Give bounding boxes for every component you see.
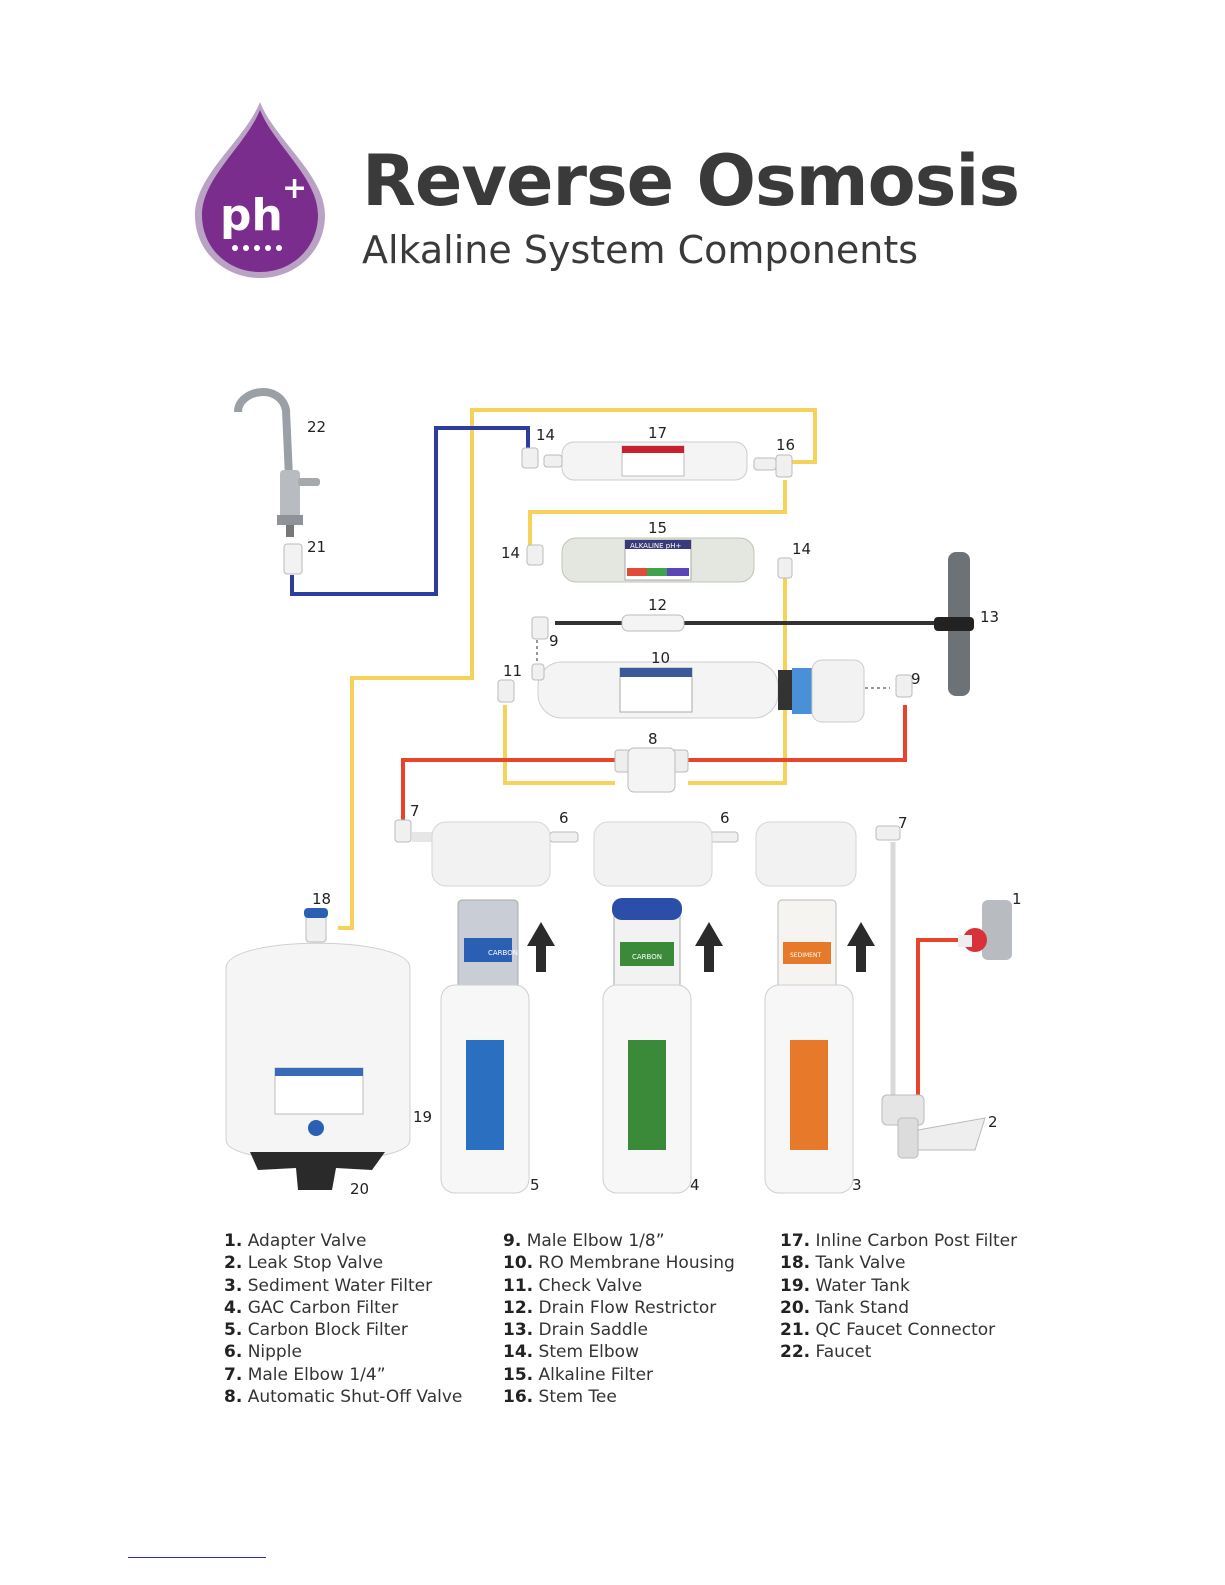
svg-text:+: +: [282, 171, 307, 206]
yellow-tubing: [338, 408, 817, 930]
sediment-cartridge: [777, 899, 837, 993]
label-5: 5: [530, 1176, 540, 1194]
legend-column-1: 1. Adapter Valve 2. Leak Stop Valve 3. S…: [224, 1230, 462, 1408]
label-21: 21: [307, 538, 326, 556]
legend-item: 17. Inline Carbon Post Filter: [780, 1231, 1018, 1251]
legend-item: 20. Tank Stand: [780, 1297, 909, 1318]
legend-item: 12. Drain Flow Restrictor: [503, 1297, 717, 1318]
fittings: [305, 447, 913, 943]
alkaline-filter: [561, 537, 755, 583]
cartridge-3-label: SEDIMENT: [790, 952, 821, 959]
tank-stand: [250, 1152, 385, 1190]
legend-item: 18. Tank Valve: [780, 1253, 906, 1274]
label-17: 17: [648, 424, 667, 442]
label-16: 16: [776, 436, 795, 454]
footer-link-underline[interactable]: [128, 1557, 266, 1558]
legend-item: 15. Alkaline Filter: [503, 1364, 654, 1385]
leak-stop-valve: [881, 1094, 986, 1159]
legend-item: 11. Check Valve: [503, 1275, 643, 1296]
tank-valve: [304, 908, 328, 918]
legend-item: 8. Automatic Shut-Off Valve: [224, 1387, 463, 1408]
label-18: 18: [312, 890, 331, 908]
label-14b: 14: [501, 544, 520, 562]
label-15: 15: [648, 519, 667, 537]
legend-item: 2. Leak Stop Valve: [224, 1253, 384, 1274]
legend-item: 5. Carbon Block Filter: [224, 1320, 408, 1341]
label-19: 19: [413, 1108, 432, 1126]
carbon-block-cartridge: [457, 899, 519, 993]
label-6b: 6: [720, 809, 730, 827]
page-title: Reverse Osmosis: [362, 140, 1020, 222]
water-tank: [225, 942, 411, 1162]
filter-15-label: ALKALINE pH+: [630, 542, 682, 550]
drain-saddle: [934, 552, 974, 696]
label-4: 4: [690, 1176, 700, 1194]
label-3: 3: [852, 1176, 862, 1194]
cartridge-5-label: CARBON: [488, 949, 518, 957]
legend-column-2: 9. Male Elbow 1/8” 10. RO Membrane Housi…: [503, 1230, 735, 1408]
legend-item: 19. Water Tank: [780, 1275, 910, 1296]
label-10: 10: [651, 649, 670, 667]
legend-item: 7. Male Elbow 1/4”: [224, 1364, 386, 1385]
qc-faucet-connector: [283, 543, 303, 575]
label-9b: 9: [911, 670, 921, 688]
page-subtitle: Alkaline System Components: [362, 228, 919, 272]
legend-item: 14. Stem Elbow: [503, 1342, 639, 1363]
label-12: 12: [648, 596, 667, 614]
legend-item: 16. Stem Tee: [503, 1387, 617, 1408]
label-9a: 9: [549, 632, 559, 650]
legend-item: 21. QC Faucet Connector: [780, 1320, 996, 1341]
arrow-icons: [527, 922, 875, 972]
housing-caps: [412, 821, 857, 887]
logo-text: ph: [220, 190, 283, 241]
legend-item: 22. Faucet: [780, 1342, 872, 1363]
gac-carbon-cartridge: [612, 898, 682, 993]
legend-item: 6. Nipple: [224, 1342, 302, 1363]
filter-housings: [440, 984, 854, 1194]
label-2: 2: [988, 1113, 998, 1131]
inline-carbon-post-filter: [561, 441, 748, 481]
ph-drop-logo: ph +: [195, 102, 325, 278]
label-7b: 7: [898, 814, 908, 832]
drain-flow-restrictor: [621, 614, 685, 632]
blue-tubing: [290, 426, 530, 596]
cartridge-4-label: CARBON: [632, 953, 662, 961]
label-14a: 14: [536, 426, 555, 444]
automatic-shutoff-valve: [614, 747, 689, 793]
label-14c: 14: [792, 540, 811, 558]
label-7a: 7: [410, 802, 420, 820]
legend-item: 9. Male Elbow 1/8”: [503, 1231, 665, 1251]
label-20: 20: [350, 1180, 369, 1198]
faucet: [234, 388, 320, 537]
legend-item: 3. Sediment Water Filter: [224, 1275, 433, 1296]
label-8: 8: [648, 730, 658, 748]
label-11: 11: [503, 662, 522, 680]
label-22: 22: [307, 418, 326, 436]
legend-item: 1. Adapter Valve: [224, 1231, 367, 1251]
label-1: 1: [1012, 890, 1022, 908]
label-13: 13: [980, 608, 999, 626]
legend-column-3: 17. Inline Carbon Post Filter 18. Tank V…: [780, 1230, 1017, 1364]
legend-item: 13. Drain Saddle: [503, 1320, 648, 1341]
label-6a: 6: [559, 809, 569, 827]
legend-item: 4. GAC Carbon Filter: [224, 1297, 399, 1318]
legend-item: 10. RO Membrane Housing: [503, 1253, 735, 1274]
adapter-valve: [958, 900, 1012, 960]
ro-membrane-housing: [537, 659, 865, 723]
